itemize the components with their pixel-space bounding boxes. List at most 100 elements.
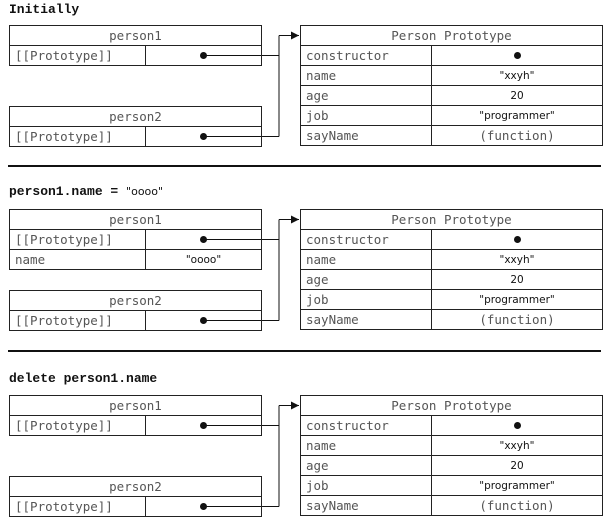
key-text: age <box>306 272 329 287</box>
value-cell: "programmer" <box>431 289 603 310</box>
value-text: 20 <box>510 273 524 286</box>
person2-title: person2 <box>9 476 262 497</box>
value-cell <box>431 45 603 66</box>
prototype-title: Person Prototype <box>300 25 603 46</box>
person1-title: person1 <box>9 25 262 46</box>
key-text: age <box>306 458 329 473</box>
pointer-dot <box>200 236 207 243</box>
key-text: [[Prototype]] <box>15 129 113 144</box>
value-cell <box>145 310 262 331</box>
value-text: 20 <box>510 459 524 472</box>
key-text: [[Prototype]] <box>15 418 113 433</box>
key-text: constructor <box>306 418 389 433</box>
key-cell: name <box>300 249 432 270</box>
person1-title: person1 <box>9 209 262 230</box>
value-cell: "programmer" <box>431 475 603 496</box>
key-text: [[Prototype]] <box>15 48 113 63</box>
key-text: job <box>306 292 329 307</box>
key-cell: [[Prototype]] <box>9 229 146 250</box>
pointer-dot <box>513 422 521 429</box>
key-cell: job <box>300 475 432 496</box>
key-text: name <box>306 68 337 83</box>
prototype-title: Person Prototype <box>300 209 603 230</box>
key-cell: job <box>300 105 432 126</box>
key-cell: constructor <box>300 229 432 250</box>
person2-title: person2 <box>9 106 262 127</box>
key-cell: [[Prototype]] <box>9 45 146 66</box>
value-cell: "xxyh" <box>431 249 603 270</box>
value-cell: (function) <box>431 309 603 330</box>
object-title: person1 <box>109 212 162 227</box>
value-cell <box>145 229 262 250</box>
key-text: sayName <box>306 498 359 513</box>
key-text: sayName <box>306 312 359 327</box>
pointer-dot <box>200 133 207 140</box>
section-heading: delete person1.name <box>9 371 157 386</box>
key-cell: job <box>300 289 432 310</box>
value-cell <box>145 126 262 147</box>
pointer-dot <box>200 317 207 324</box>
key-cell: name <box>300 435 432 456</box>
key-text: job <box>306 478 329 493</box>
value-cell: (function) <box>431 495 603 516</box>
key-text: constructor <box>306 232 389 247</box>
value-text: "programmer" <box>479 293 555 306</box>
key-text: [[Prototype]] <box>15 232 113 247</box>
key-text: sayName <box>306 128 359 143</box>
heading-code: delete person1.name <box>9 371 158 386</box>
key-cell: sayName <box>300 309 432 330</box>
value-text: (function) <box>479 312 555 327</box>
object-title: person1 <box>109 398 162 413</box>
object-title: person2 <box>109 109 162 124</box>
pointer-dot <box>513 52 521 59</box>
key-cell: [[Prototype]] <box>9 310 146 331</box>
value-text: 20 <box>510 89 524 102</box>
key-cell: [[Prototype]] <box>9 126 146 147</box>
value-cell: "oooo" <box>145 249 262 270</box>
value-cell: "xxyh" <box>431 435 603 456</box>
value-cell <box>145 45 262 66</box>
object-title: Person Prototype <box>391 398 512 413</box>
prototype-title: Person Prototype <box>300 395 603 416</box>
person2-title: person2 <box>9 290 262 311</box>
key-cell: constructor <box>300 415 432 436</box>
key-text: name <box>306 438 337 453</box>
object-title: person1 <box>109 28 162 43</box>
object-title: Person Prototype <box>391 212 512 227</box>
key-cell: sayName <box>300 125 432 146</box>
heading-code: Initially <box>9 2 80 17</box>
heading-value: "oooo" <box>126 185 164 198</box>
section-divider <box>8 165 601 167</box>
value-cell: "xxyh" <box>431 65 603 86</box>
pointer-dot <box>513 236 521 243</box>
key-text: [[Prototype]] <box>15 313 113 328</box>
key-cell: [[Prototype]] <box>9 496 146 517</box>
value-text: "xxyh" <box>499 253 535 266</box>
key-text: age <box>306 88 329 103</box>
key-text: name <box>306 252 337 267</box>
value-text: "xxyh" <box>499 439 535 452</box>
arrow-head-icon <box>291 31 299 40</box>
person1-title: person1 <box>9 395 262 416</box>
section-heading: person1.name = "oooo" <box>9 184 163 199</box>
value-text: "xxyh" <box>499 69 535 82</box>
value-cell <box>431 229 603 250</box>
value-text: "programmer" <box>479 479 555 492</box>
value-cell <box>431 415 603 436</box>
key-text: [[Prototype]] <box>15 499 113 514</box>
pointer-dot <box>200 52 207 59</box>
value-text: (function) <box>479 498 555 513</box>
section-divider <box>8 350 601 352</box>
key-cell: name <box>300 65 432 86</box>
key-text: constructor <box>306 48 389 63</box>
key-cell: age <box>300 85 432 106</box>
arrow-head-icon <box>291 401 299 410</box>
value-text: "oooo" <box>185 253 222 266</box>
value-cell: 20 <box>431 85 603 106</box>
key-text: name <box>15 252 46 267</box>
object-title: person2 <box>109 479 162 494</box>
key-cell: sayName <box>300 495 432 516</box>
object-title: Person Prototype <box>391 28 512 43</box>
